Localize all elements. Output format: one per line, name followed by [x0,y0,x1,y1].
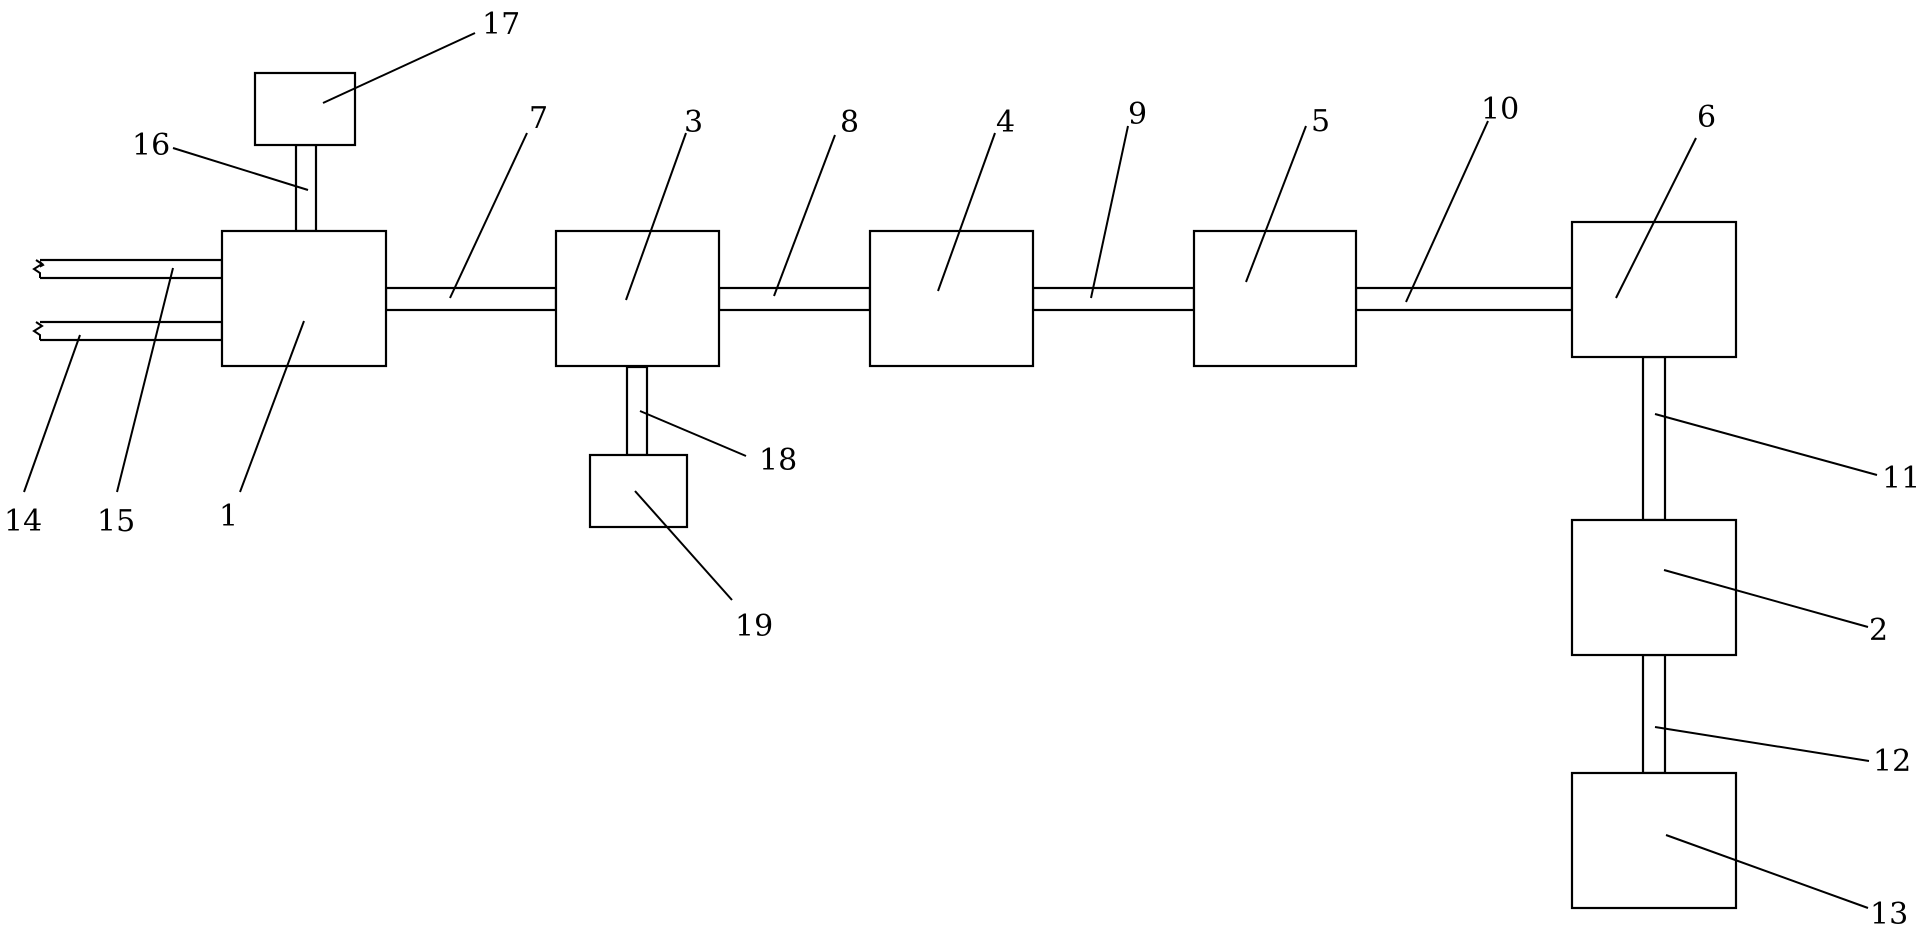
box-5 [1192,229,1358,368]
label-1: 1 [219,499,238,534]
label-11: 11 [1882,461,1918,496]
box-6 [1570,220,1738,359]
label-14: 14 [4,504,42,539]
label-15: 15 [97,504,135,539]
label-2: 2 [1869,613,1888,648]
label-13: 13 [1870,897,1908,932]
pipe-14 [30,320,224,342]
pipe-7 [384,286,558,312]
box-13 [1570,771,1738,910]
pipe-11 [1641,355,1667,522]
pipe-18 [625,365,649,457]
box-19 [588,453,689,529]
label-19: 19 [735,609,773,644]
label-16: 16 [132,128,170,163]
label-17: 17 [482,7,520,42]
label-7: 7 [529,101,548,136]
label-5: 5 [1311,104,1330,139]
label-12: 12 [1873,744,1911,779]
label-6: 6 [1697,100,1716,135]
box-17 [253,71,357,147]
box-2 [1570,518,1738,657]
box-3 [554,229,721,368]
label-8: 8 [840,105,859,140]
label-18: 18 [759,443,797,478]
pipe-8 [717,286,872,312]
pipe-10 [1354,286,1574,312]
label-10: 10 [1481,92,1519,127]
pipe-15 [30,258,224,280]
label-3: 3 [684,105,703,140]
box-1 [220,229,388,368]
label-9: 9 [1128,97,1147,132]
label-4: 4 [996,105,1015,140]
pipe-12 [1641,653,1667,775]
pipe-9 [1031,286,1196,312]
leader-lines [23,32,1878,909]
